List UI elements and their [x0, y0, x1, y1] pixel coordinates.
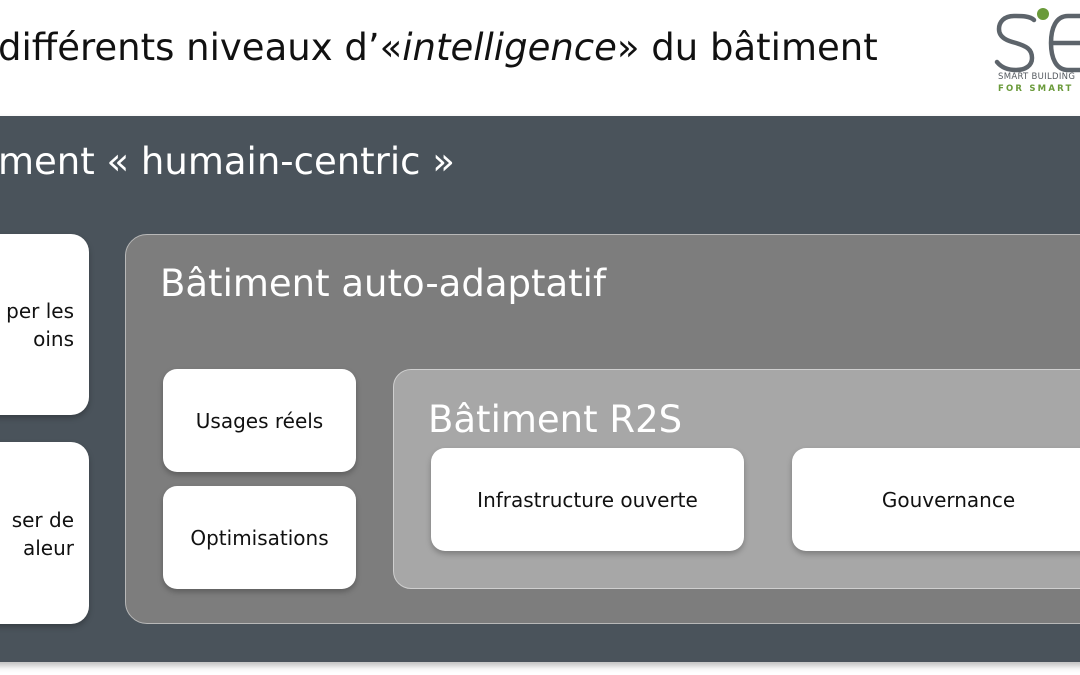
sbs-logo	[994, 8, 1080, 73]
page-title-emphasis: intelligence	[402, 26, 617, 69]
left-card-bottom-line2: aleur	[22, 536, 74, 560]
infrastructure-ouverte-label: Infrastructure ouverte	[477, 487, 698, 512]
left-card-bottom-line1: ser de	[11, 508, 74, 532]
page-title-prefix: différents niveaux d’«	[0, 26, 403, 69]
optimisations-card: Optimisations	[163, 486, 356, 589]
page-title-suffix: » du bâtiment	[616, 26, 878, 69]
left-card-bottom: ser de aleur	[0, 442, 89, 624]
logo-tagline-top: SMART BUILDING	[998, 72, 1076, 82]
humain-centric-title: ment « humain-centric »	[0, 140, 455, 183]
left-card-top-line1: per les	[6, 299, 74, 323]
left-card-top: per les oins	[0, 234, 89, 415]
left-card-top-line2: oins	[33, 327, 74, 351]
optimisations-label: Optimisations	[190, 525, 329, 550]
usages-reels-card: Usages réels	[163, 369, 356, 472]
auto-adaptatif-title: Bâtiment auto-adaptatif	[160, 262, 606, 305]
logo-dot-icon	[1037, 8, 1049, 20]
page-title: différents niveaux d’«intelligence» du b…	[0, 26, 878, 69]
infrastructure-ouverte-card: Infrastructure ouverte	[431, 448, 744, 551]
logo-tagline-bottom: FOR SMART	[998, 84, 1074, 94]
gouvernance-card: Gouvernance	[792, 448, 1080, 551]
r2s-title: Bâtiment R2S	[428, 398, 683, 441]
gouvernance-label: Gouvernance	[881, 487, 1016, 512]
usages-reels-label: Usages réels	[195, 408, 324, 433]
